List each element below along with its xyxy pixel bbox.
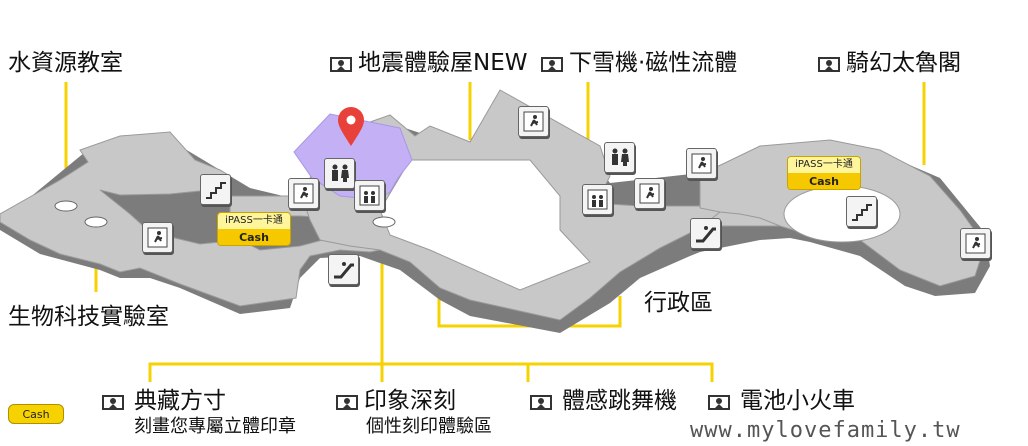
- label-dance-machine: 體感跳舞機: [562, 388, 677, 414]
- label-admin-area: 行政區: [644, 290, 713, 316]
- stairs-icon: [200, 174, 231, 205]
- cash-label: Cash: [218, 229, 290, 245]
- label-taroko-ride: 騎幻太魯閣: [846, 50, 961, 76]
- label-collection-sub: 刻畫您專屬立體印章: [134, 416, 296, 437]
- label-water-classroom: 水資源教室: [8, 50, 123, 76]
- cash-label: Cash: [788, 173, 860, 189]
- ticket-icon: [530, 395, 552, 410]
- ipass-cash-machine[interactable]: iPASS一卡通 Cash: [217, 212, 291, 246]
- elevator-icon: [582, 184, 613, 215]
- escalator-icon: [328, 254, 359, 285]
- info-discs: [54, 200, 396, 228]
- elevator-icon: [354, 180, 385, 211]
- ticket-icon: [102, 395, 124, 410]
- ticket-icon: [330, 57, 352, 72]
- exit-icon: [686, 148, 717, 179]
- ipass-label: iPASS一卡通: [218, 213, 290, 229]
- watermark: www.mylovefamily.tw: [690, 418, 961, 443]
- ticket-icon: [336, 395, 358, 410]
- label-snow-machine: 下雪機·磁性流體: [569, 50, 738, 76]
- exit-icon: [960, 228, 991, 259]
- ipass-label: iPASS一卡通: [788, 157, 860, 173]
- restroom-icon: [604, 142, 635, 173]
- exit-icon: [518, 106, 549, 137]
- restroom-icon: [324, 158, 355, 189]
- ipass-cash-machine[interactable]: iPASS一卡通 Cash: [787, 156, 861, 190]
- ticket-icon: [708, 395, 730, 410]
- cash-legend-badge: Cash: [8, 404, 64, 424]
- label-impression-sub: 個性刻印體驗區: [366, 416, 492, 437]
- label-biotech-lab: 生物科技實驗室: [8, 304, 169, 330]
- label-impression: 印象深刻: [364, 388, 456, 414]
- location-pin-icon[interactable]: [338, 107, 364, 146]
- label-quake-house: 地震體驗屋NEW: [358, 50, 528, 76]
- escalator-icon: [690, 218, 721, 249]
- stairs-icon: [846, 196, 877, 227]
- exit-icon: [142, 222, 173, 253]
- ticket-icon: [818, 57, 840, 72]
- label-collection: 典藏方寸: [134, 388, 226, 414]
- ticket-icon: [541, 57, 563, 72]
- exit-icon: [288, 178, 319, 209]
- exit-icon: [634, 178, 665, 209]
- label-battery-train: 電池小火車: [740, 388, 855, 414]
